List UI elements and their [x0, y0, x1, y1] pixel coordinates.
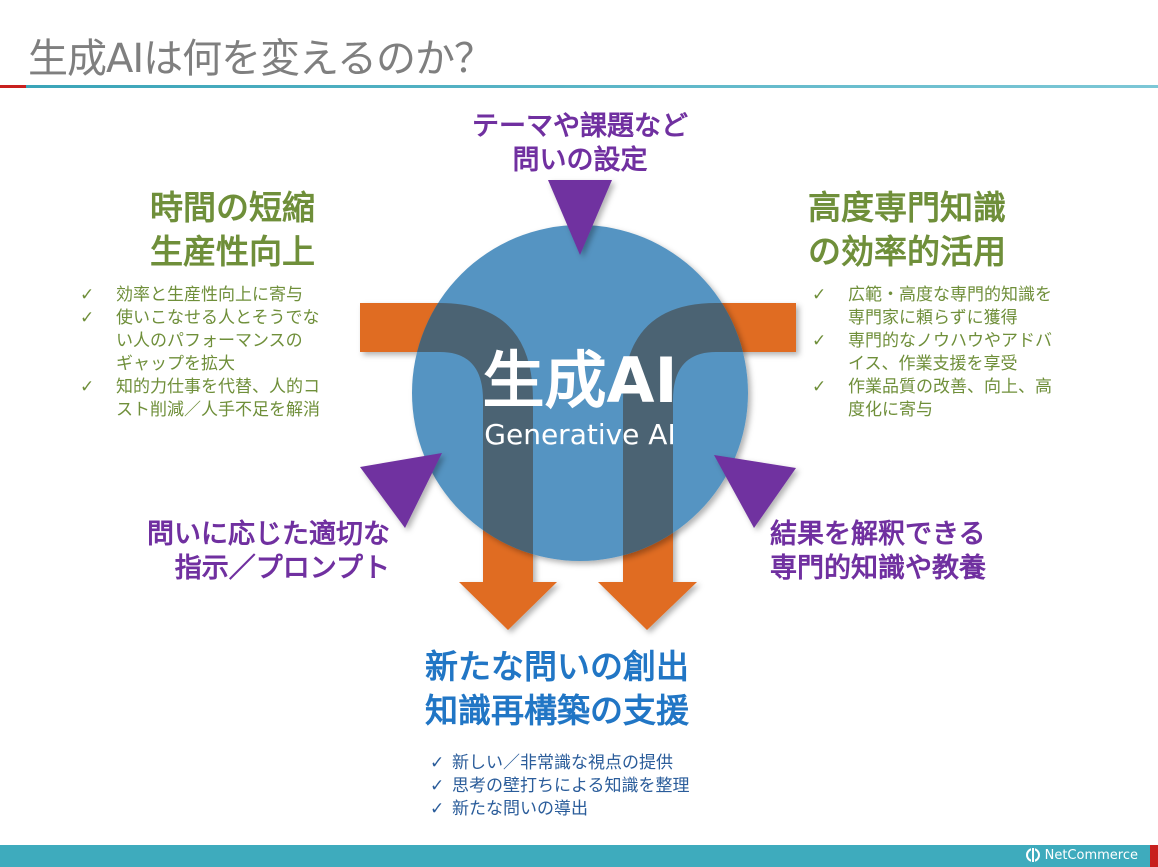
footer-accent — [1150, 845, 1158, 867]
title-rule — [26, 85, 1158, 88]
page-title: 生成AIは何を変えるのか？ — [28, 36, 494, 82]
right-output-bullets: ✓広範・高度な専門的知識を 専門家に頼らずに獲得 ✓専門的なノウハウやアドバ イ… — [812, 284, 1112, 422]
check-icon: ✓ — [812, 377, 827, 397]
left-output-bullets: ✓効率と生産性向上に寄与 ✓使いこなせる人とそうでな い人のパフォーマンスの ギ… — [80, 284, 370, 422]
right-output-heading: 高度専門知識 の効率的活用 — [808, 188, 1006, 271]
title-rule-accent — [0, 85, 26, 88]
list-item: ✓作業品質の改善、向上、高 度化に寄与 — [812, 377, 1052, 420]
footer-bar — [0, 845, 1150, 867]
left-input-arrow — [360, 453, 442, 528]
list-item: ✓思考の壁打ちによる知識を整理 — [430, 776, 690, 796]
check-icon: ✓ — [430, 753, 445, 773]
left-input-label: 問いに応じた適切な 指示／プロンプト — [147, 519, 390, 584]
check-icon: ✓ — [430, 776, 445, 796]
list-item: ✓新たな問いの導出 — [430, 799, 588, 819]
list-item: ✓広範・高度な専門的知識を 専門家に頼らずに獲得 — [812, 285, 1052, 328]
netcommerce-logo-icon — [1025, 848, 1040, 862]
check-icon: ✓ — [812, 331, 827, 351]
logo-text: NetCommerce — [1044, 847, 1138, 863]
list-item: ✓新しい／非常識な視点の提供 — [430, 753, 673, 773]
list-item: ✓知的力仕事を代替、人的コ スト削減／人手不足を解消 — [80, 377, 320, 420]
check-icon: ✓ — [812, 285, 827, 305]
list-item: ✓専門的なノウハウやアドバ イス、作業支援を享受 — [812, 331, 1052, 374]
top-input-label: テーマや課題など 問いの設定 — [472, 111, 688, 176]
center-subtitle: Generative AI — [484, 418, 676, 451]
right-input-arrow — [714, 455, 796, 528]
check-icon: ✓ — [80, 377, 95, 397]
left-output-heading: 時間の短縮 生産性向上 — [150, 188, 315, 271]
check-icon: ✓ — [80, 308, 95, 328]
check-icon: ✓ — [80, 285, 95, 305]
center-title: 生成AI — [482, 344, 678, 417]
footer-logo: NetCommerce — [1025, 847, 1138, 863]
right-input-label: 結果を解釈できる 専門的知識や教養 — [770, 519, 986, 584]
bottom-output-heading: 新たな問いの創出 知識再構築の支援 — [425, 647, 689, 730]
list-item: ✓使いこなせる人とそうでな い人のパフォーマンスの ギャップを拡大 — [80, 308, 320, 374]
bottom-output-bullets: ✓新しい／非常識な視点の提供 ✓思考の壁打ちによる知識を整理 ✓新たな問いの導出 — [430, 752, 750, 821]
list-item: ✓効率と生産性向上に寄与 — [80, 285, 303, 305]
top-input-arrow — [548, 180, 612, 255]
check-icon: ✓ — [430, 799, 445, 819]
